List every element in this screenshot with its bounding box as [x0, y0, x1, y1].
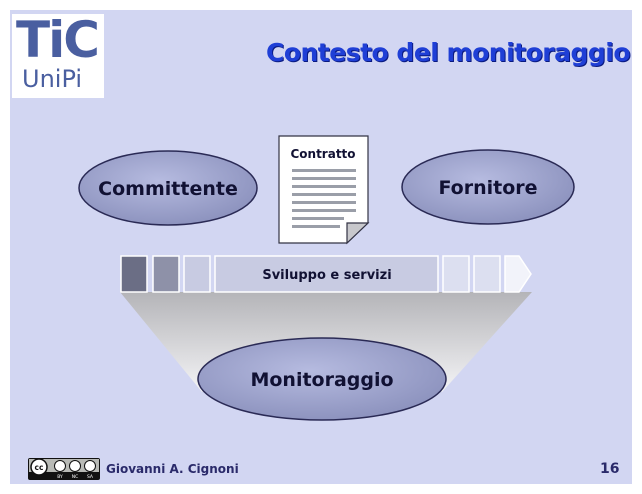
process-block-mid [152, 255, 180, 293]
sa-icon [84, 460, 96, 472]
cc-license-badge: cc BY NC SA [28, 458, 100, 480]
contract-line [292, 177, 356, 180]
fornitore-label: Fornitore [438, 177, 537, 199]
process-block-light [183, 255, 211, 293]
process-arrow-head [504, 255, 532, 293]
node-committente: Committente [78, 150, 258, 226]
slide-title: Contesto del monitoraggio [265, 38, 631, 67]
monitoraggio-label: Monitoraggio [250, 369, 393, 391]
cc-icon [30, 458, 48, 476]
contract-line [292, 169, 356, 172]
committente-ellipse [78, 150, 258, 226]
logo-tic-text: TiC [16, 11, 100, 69]
tic-unipi-logo: TiC UniPi [12, 11, 104, 98]
license-term-nc: NC [72, 474, 79, 480]
cc-icon-label: cc [35, 463, 44, 472]
contract-line [292, 201, 356, 204]
fornitore-ellipse [401, 149, 575, 225]
process-block-light-2 [442, 255, 470, 293]
process-block-dark [120, 255, 148, 293]
process-bar: Sviluppo e servizi [120, 255, 532, 293]
license-term-sa: SA [87, 474, 94, 480]
node-monitoraggio: Monitoraggio [197, 337, 447, 421]
contract-line [292, 193, 356, 196]
process-block-main [214, 255, 439, 293]
contract-text-lines [292, 169, 356, 228]
contract-line [292, 217, 344, 220]
committente-label: Committente [98, 178, 238, 200]
contract-page-fold [346, 222, 370, 245]
page-number: 16 [600, 461, 620, 477]
node-fornitore: Fornitore [401, 149, 575, 225]
contract-label: Contratto [290, 147, 355, 161]
logo-unipi-text: UniPi [22, 65, 83, 93]
monitoraggio-ellipse [197, 337, 447, 421]
license-term-by: BY [57, 474, 63, 480]
contract-document: Contratto [278, 135, 370, 245]
contract-line [292, 185, 356, 188]
by-icon [54, 460, 66, 472]
contract-line [292, 209, 356, 212]
author-name: Giovanni A. Cignoni [106, 462, 239, 476]
process-label: Sviluppo e servizi [262, 268, 391, 283]
nc-icon [69, 460, 81, 472]
contract-line [292, 225, 340, 228]
process-block-light-3 [473, 255, 501, 293]
